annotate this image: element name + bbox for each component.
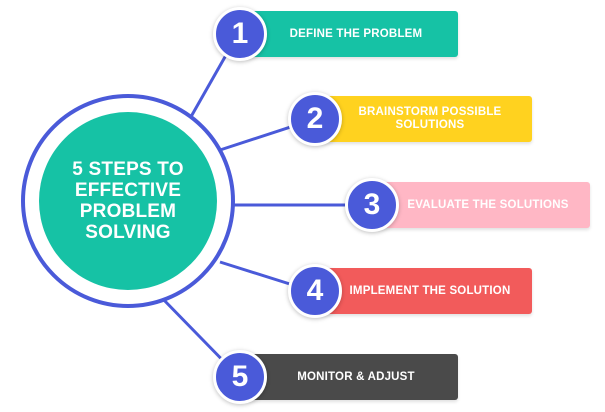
step-3-badge: 3 (345, 178, 399, 232)
step-4-box: IMPLEMENT THE SOLUTION (314, 268, 532, 314)
step-2-badge: 2 (288, 92, 342, 146)
step-5-box: MONITOR & ADJUST (240, 354, 458, 400)
step-2-label: BRAINSTORM POSSIBLE SOLUTIONS (358, 106, 502, 131)
step-3-label: EVALUATE THE SOLUTIONS (407, 198, 569, 211)
step-1-badge: 1 (213, 7, 267, 61)
step-5-label: MONITOR & ADJUST (297, 370, 415, 383)
step-4-badge: 4 (288, 264, 342, 318)
hub-circle: 5 STEPS TO EFFECTIVE PROBLEM SOLVING (39, 112, 217, 290)
step-4-label: IMPLEMENT THE SOLUTION (349, 284, 511, 297)
step-1-label: DEFINE THE PROBLEM (289, 27, 423, 40)
step-3-box: EVALUATE THE SOLUTIONS (372, 182, 590, 228)
step-1-box: DEFINE THE PROBLEM (240, 11, 458, 57)
step-5-badge: 5 (213, 350, 267, 404)
step-2-box: BRAINSTORM POSSIBLE SOLUTIONS (314, 96, 532, 142)
hub-title: 5 STEPS TO EFFECTIVE PROBLEM SOLVING (72, 159, 184, 243)
